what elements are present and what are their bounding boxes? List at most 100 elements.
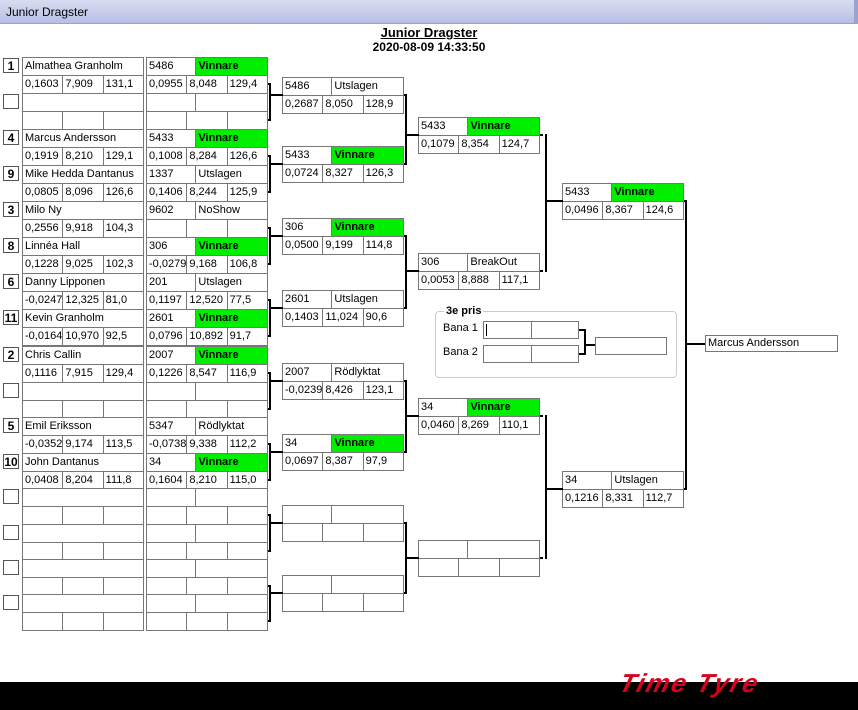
reaction-time: 0,1116: [25, 367, 58, 379]
status: Vinnare: [611, 184, 683, 201]
elapsed-time: 8,244: [186, 184, 226, 201]
bracket-connector: [540, 557, 543, 559]
bracket-connector: [579, 353, 585, 355]
bracket-connector: [269, 585, 271, 622]
lane1-cell-a[interactable]: [484, 322, 531, 338]
driver-name: Kevin Granholm: [25, 312, 104, 324]
car-number: [419, 541, 467, 558]
bracket-connector: [269, 380, 283, 382]
elapsed-time: 8,547: [186, 365, 226, 382]
driver-entry[interactable]: [22, 93, 144, 130]
lane1-input[interactable]: [483, 321, 579, 339]
seed-box: [3, 595, 19, 610]
lane2-input[interactable]: [483, 345, 579, 363]
car-number: 306: [149, 240, 168, 252]
status: [467, 541, 539, 558]
driver-entry[interactable]: [22, 559, 144, 596]
driver-name: Marcus Andersson: [25, 132, 117, 144]
entry-header-row: Almathea Granholm: [23, 58, 143, 75]
result-entry[interactable]: [146, 559, 268, 596]
driver-entry[interactable]: [22, 488, 144, 525]
elapsed-time: 8,048: [186, 76, 226, 93]
page-title: Junior Dragster: [380, 25, 478, 40]
driver-entry[interactable]: [22, 382, 144, 419]
result-entry[interactable]: [282, 575, 404, 612]
speed: 114,8: [362, 237, 403, 254]
entry-times-row: [147, 506, 267, 524]
bracket-connector: [269, 235, 283, 237]
speed: 126,6: [226, 148, 267, 165]
reaction-time: 0,0955: [149, 78, 183, 90]
bracket-connector: [269, 514, 271, 552]
reaction-time: [23, 543, 62, 560]
status: [195, 595, 267, 612]
elapsed-time: [186, 112, 226, 129]
lane2-cell-a[interactable]: [484, 346, 531, 362]
elapsed-time: 8,426: [322, 382, 362, 399]
reaction-time: 0,1197: [149, 294, 182, 306]
bracket-connector: [269, 592, 283, 594]
lane1-label: Bana 1: [443, 322, 478, 334]
reaction-time: -0,0352: [25, 438, 63, 450]
lane1-cell-b[interactable]: [530, 322, 579, 338]
speed: 106,8: [226, 256, 267, 273]
reaction-time: 0,1226: [149, 367, 183, 379]
result-entry[interactable]: [146, 382, 268, 419]
speed: [226, 112, 267, 129]
reaction-time: 0,0496: [565, 204, 599, 216]
result-entry[interactable]: [146, 488, 268, 525]
result-entry[interactable]: [418, 540, 540, 577]
lane2-cell-b[interactable]: [530, 346, 579, 362]
driver-name: Milo Ny: [25, 204, 62, 216]
elapsed-time: [186, 613, 226, 630]
result-entry[interactable]: [146, 93, 268, 130]
result-entry[interactable]: [282, 505, 404, 542]
driver-entry[interactable]: [22, 524, 144, 561]
elapsed-time: [186, 578, 226, 595]
car-number: [147, 94, 195, 111]
car-number: [147, 489, 195, 506]
entry-times-row: [147, 219, 267, 237]
reaction-time: [147, 507, 186, 524]
speed: [226, 220, 267, 237]
reaction-time: -0,0164: [25, 330, 63, 342]
result-entry[interactable]: [146, 594, 268, 631]
driver-entry[interactable]: [22, 594, 144, 631]
entry-times-row: [283, 523, 403, 541]
status: Vinnare: [467, 399, 539, 416]
result-entry[interactable]: [146, 524, 268, 561]
reaction-time: 0,0053: [421, 274, 455, 286]
